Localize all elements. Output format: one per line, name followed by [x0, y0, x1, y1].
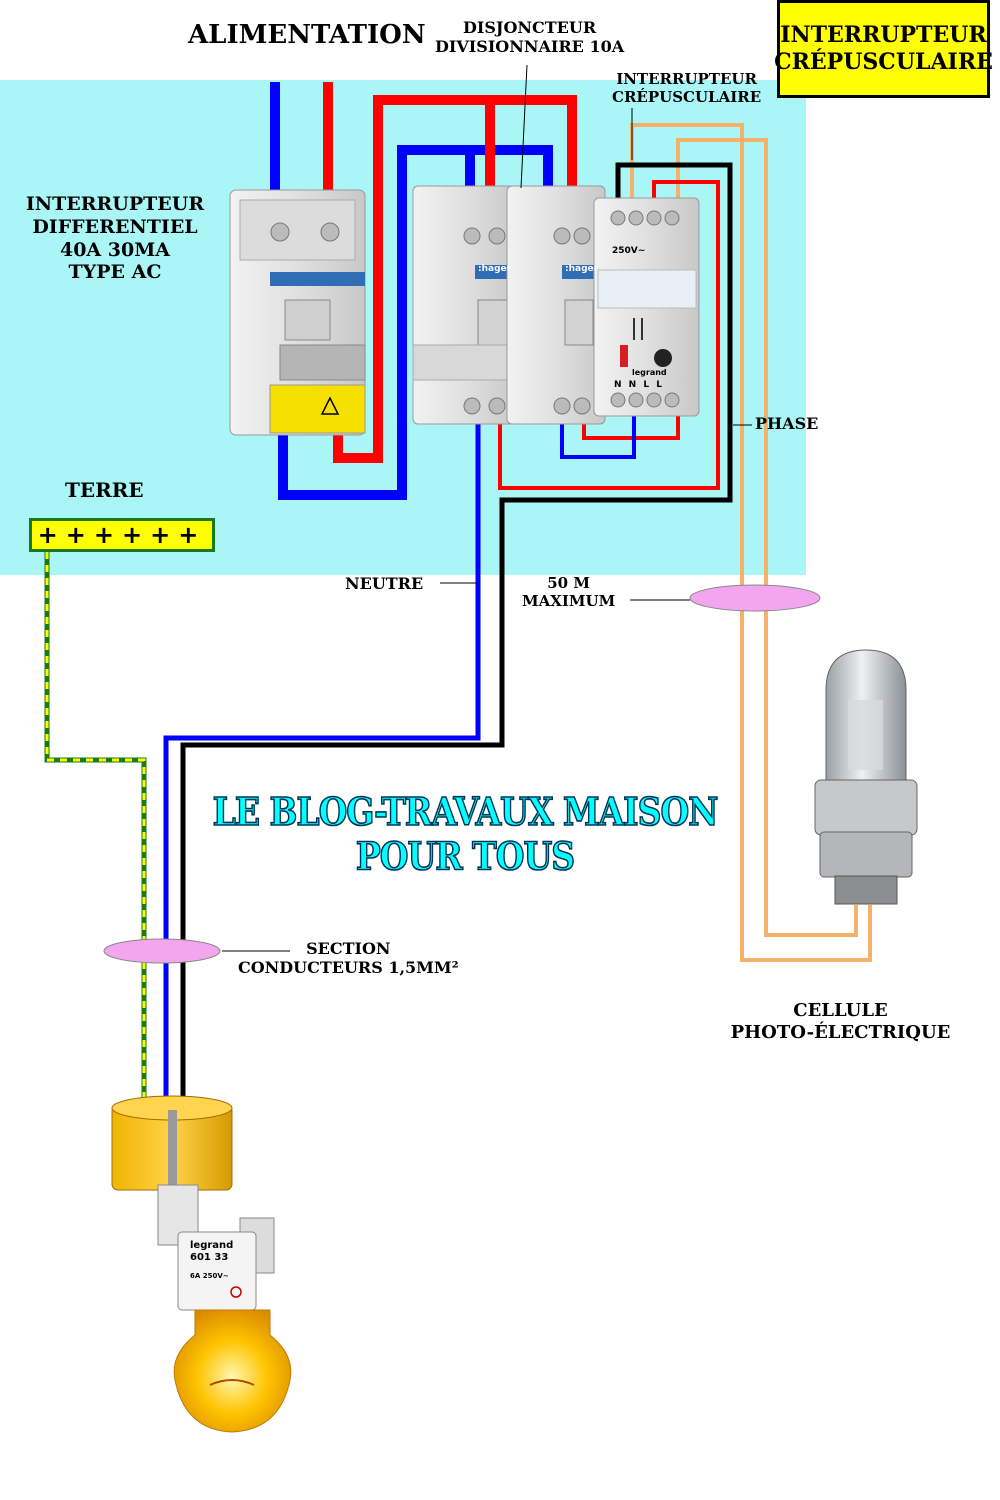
section-label: SECTION CONDUCTEURS 1,5MM² [238, 939, 459, 977]
hager-brand-2: :hager [565, 264, 599, 274]
crep-brand: legrand [632, 368, 667, 377]
crepuscular-switch-device [593, 197, 700, 417]
socket-rating: 6A 250V~ [190, 1272, 229, 1280]
title-box: INTERRUPTEUR CRÉPUSCULAIRE [774, 0, 993, 98]
breaker-label: DISJONCTEUR DIVISIONNAIRE 10A [435, 18, 624, 56]
phase-label: PHASE [755, 414, 819, 433]
lamp-assembly [111, 1095, 292, 1433]
breaker-module-2 [506, 185, 606, 425]
breaker-module-1 [412, 185, 519, 425]
crepuscular-switch-label-line1: INTERRUPTEUR [616, 70, 757, 88]
earth-wire [44, 552, 147, 1100]
differential-label-line4: TYPE AC [68, 261, 162, 284]
distance-label-line1: 50 M [547, 574, 590, 592]
crep-terminals: N N L L [614, 380, 662, 390]
photocell-label-line1: CELLULE [793, 1000, 888, 1021]
alimentation-label: ALIMENTATION [188, 20, 426, 50]
crep-rating: 250V~ [612, 246, 646, 256]
distance-label: 50 M MAXIMUM [522, 574, 615, 610]
breaker-label-line2: DIVISIONNAIRE 10A [435, 37, 625, 57]
earth-terminal-bar: ++++++ [29, 518, 215, 552]
leader-lines [222, 64, 752, 952]
switch-internal-wires [163, 162, 733, 1100]
photocell-device [814, 649, 918, 905]
section-label-line1: SECTION [306, 939, 391, 958]
title-line1: INTERRUPTEUR [780, 21, 987, 48]
crepuscular-switch-label-line2: CRÉPUSCULAIRE [612, 88, 762, 106]
neutre-label: NEUTRE [345, 574, 424, 593]
hager-brand-1: :hager [478, 264, 512, 274]
differential-label-line2: DIFFERENTIEL [32, 215, 198, 238]
title-line2: CRÉPUSCULAIRE [774, 49, 993, 75]
socket-brand: legrand [190, 1240, 234, 1251]
differential-label-line3: 40A 30MA [59, 238, 170, 261]
sensor-cable-marker [689, 584, 821, 612]
breaker-label-line1: DISJONCTEUR [462, 18, 597, 37]
terre-label: TERRE [65, 478, 144, 502]
lamp-cable-marker [103, 938, 221, 964]
section-label-line2: CONDUCTEURS 1,5MM² [238, 958, 459, 978]
differential-switch-label: INTERRUPTEUR DIFFERENTIEL 40A 30MA TYPE … [10, 193, 220, 284]
differential-switch-device [229, 189, 366, 436]
crepuscular-switch-label: INTERRUPTEUR CRÉPUSCULAIRE [612, 70, 761, 106]
socket-ref: 601 33 [190, 1252, 229, 1263]
differential-label-line1: INTERRUPTEUR [25, 193, 205, 215]
distance-label-line2: MAXIMUM [522, 592, 616, 610]
blog-watermark: LE BLOG-TRAVAUX MAISON POUR TOUS [212, 788, 719, 879]
photocell-label: CELLULE PHOTO-ÉLECTRIQUE [728, 1000, 953, 1043]
photocell-label-line2: PHOTO-ÉLECTRIQUE [730, 1021, 951, 1043]
